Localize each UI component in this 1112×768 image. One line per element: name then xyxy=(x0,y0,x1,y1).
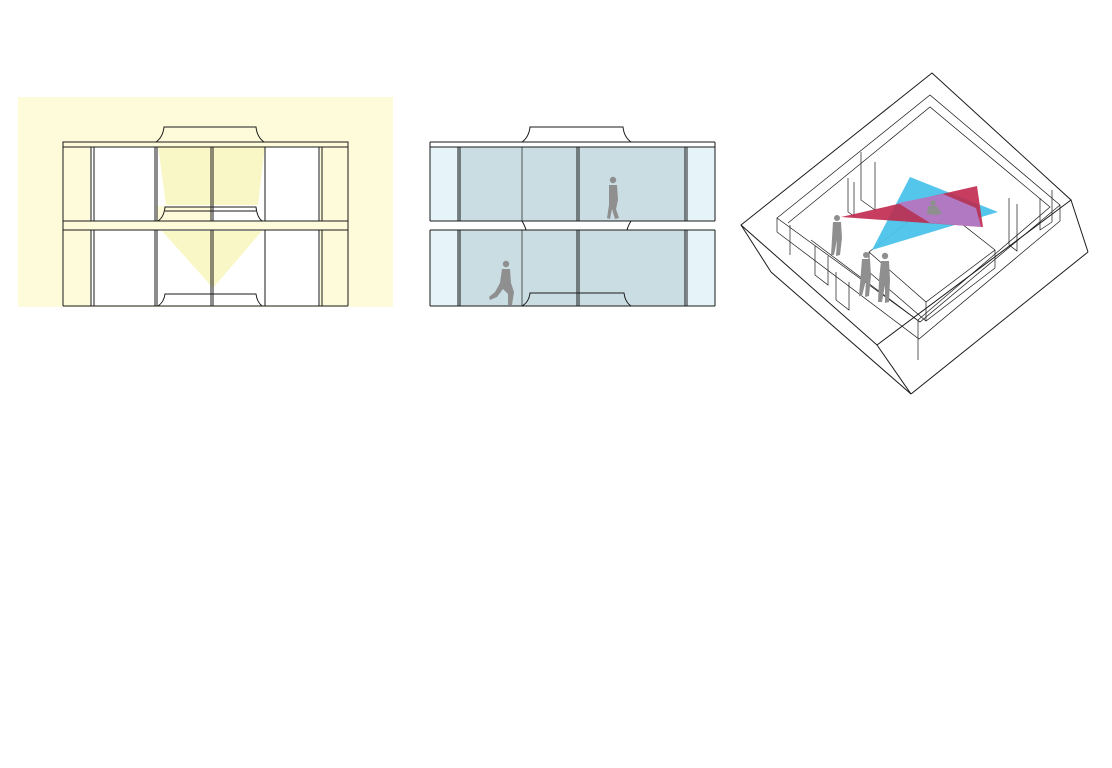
room-upper-left xyxy=(91,147,156,221)
person-standing-upper xyxy=(607,176,619,219)
slab-middle xyxy=(62,220,349,231)
person-axo-3 xyxy=(878,252,890,303)
person-walking-lower xyxy=(489,260,514,305)
lower-floor-bump xyxy=(157,293,263,307)
axo-figures xyxy=(831,200,942,303)
roof-skylight xyxy=(155,126,265,143)
light-section-panel xyxy=(18,97,393,307)
light-cone-lower xyxy=(162,231,262,288)
person-axo-2 xyxy=(859,252,871,297)
roof-skylight-2 xyxy=(521,126,632,143)
person-axo-1 xyxy=(831,215,842,256)
inner-tint-upper xyxy=(458,147,686,221)
water-section-panel xyxy=(429,126,716,307)
upper-ceiling-bump xyxy=(157,206,263,222)
room-lower-left xyxy=(91,230,156,306)
person-axo-seated xyxy=(927,200,942,215)
axonometric-panel xyxy=(740,72,1089,395)
floor-bump-2 xyxy=(521,292,632,307)
